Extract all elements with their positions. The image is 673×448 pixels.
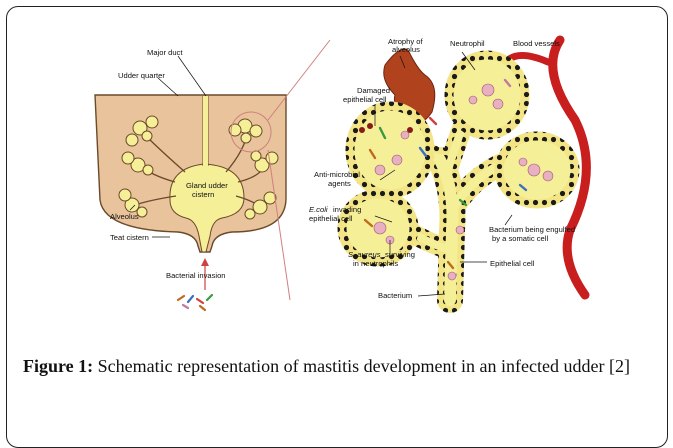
label-saureus-1b: surviving [385,250,415,259]
label-damaged-2: epithelial cell [343,95,387,104]
gland-cistern [170,164,244,252]
invading-bacteria [178,295,212,310]
label-major-duct: Major duct [147,48,183,57]
figure-caption: Figure 1: Schematic representation of ma… [23,354,653,378]
label-alveolus: Alveolus [110,212,139,221]
caption-label: Figure 1: [23,356,93,376]
label-ecoli-1: E.coli [309,205,328,214]
caption-text: Schematic representation of mastitis dev… [98,356,630,376]
label-atrophy-2: alveolus [392,45,420,54]
zoom-line-top [268,40,330,120]
label-engulfed-2: by a somatic cell [492,234,548,243]
label-teat-cistern: Teat cistern [110,233,149,242]
label-gland-cistern-1: Gland udder [186,181,228,190]
label-bacterial-invasion: Bacterial invasion [166,271,226,280]
label-antimicrobial-2: agents [328,179,351,188]
label-epithelial-cell: Epithelial cell [490,259,535,268]
udder-quarter-panel [95,40,330,310]
label-antimicrobial-1: Anti-microbial [314,170,360,179]
label-saureus-1: S. aureus [348,250,381,259]
mastitis-diagram: Major duct Udder quarter Gland udder cis… [0,0,673,350]
label-udder-quarter: Udder quarter [118,71,165,80]
label-engulfed-1: Bacterium being engulfed [489,225,575,234]
label-gland-cistern-2: cistern [192,190,214,199]
label-ecoli-2: epithelial cell [309,214,353,223]
label-neutrophil: Neutrophil [450,39,485,48]
label-blood-vessels: Blood vessels [513,39,560,48]
label-saureus-2: in neutrophils [353,259,398,268]
label-bacterium: Bacterium [378,291,412,300]
label-ecoli-1b: invading [333,205,361,214]
label-damaged-1: Damaged [357,86,390,95]
